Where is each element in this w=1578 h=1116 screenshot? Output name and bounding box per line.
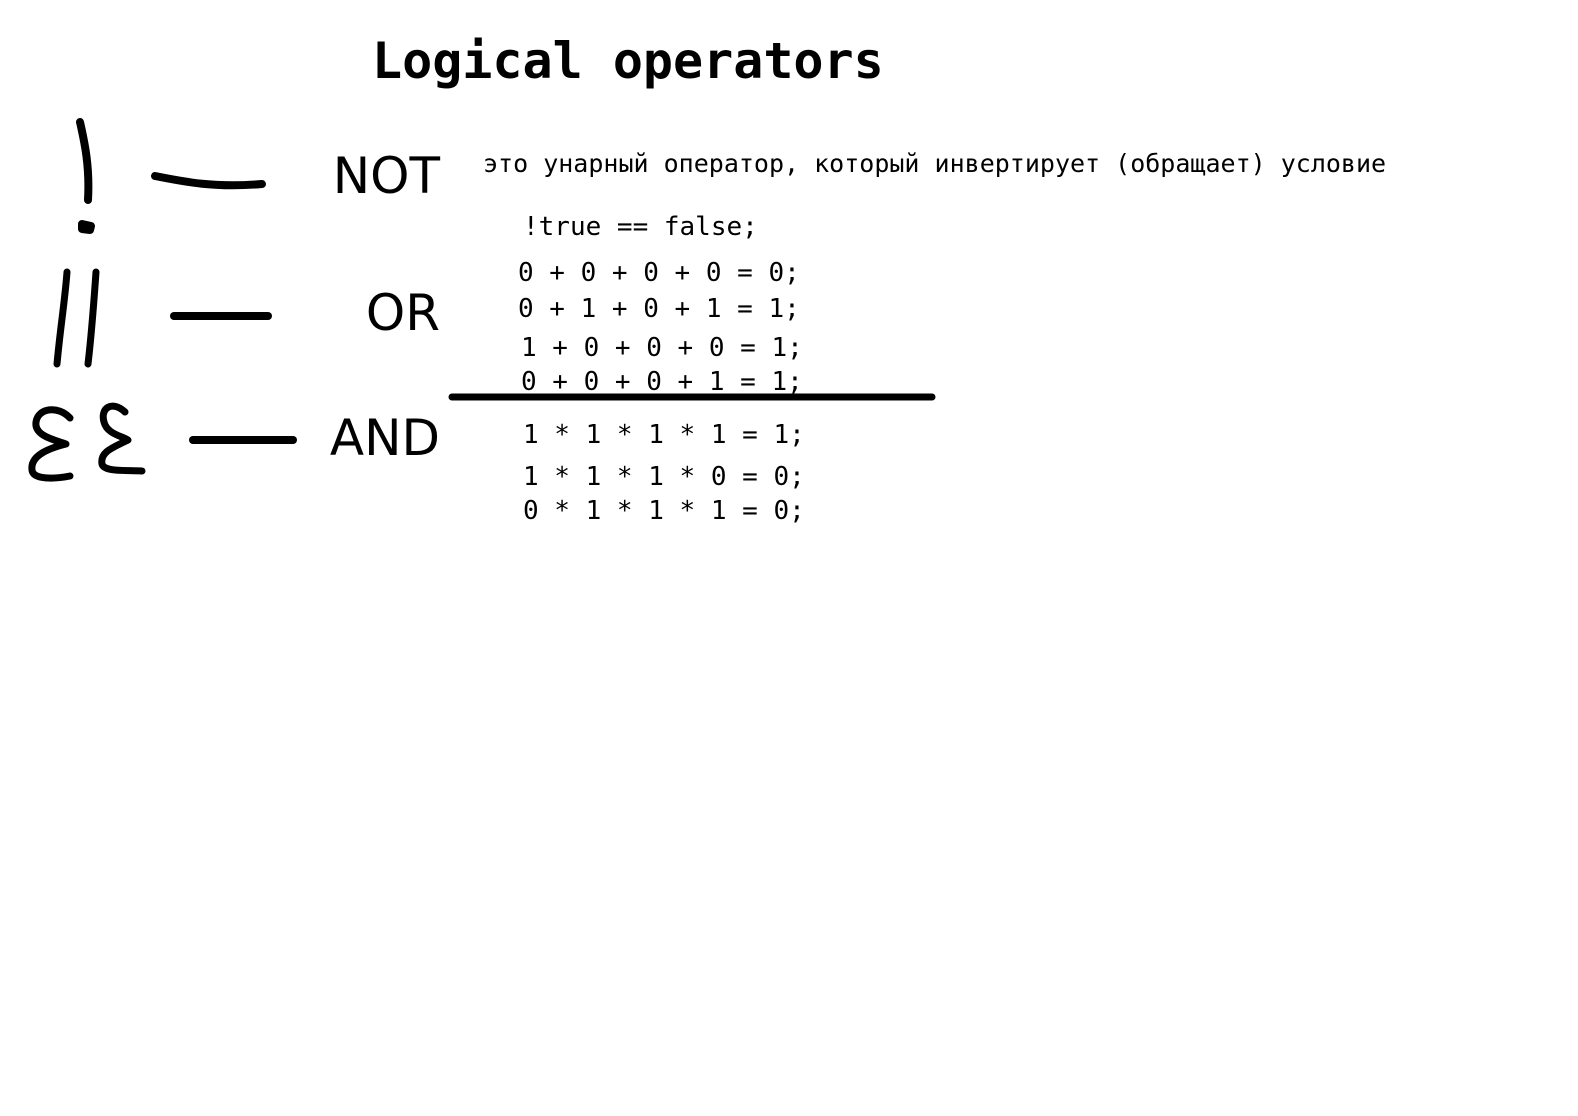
operator-label-or: OR <box>365 284 440 342</box>
handwritten-double-ampersand-icon <box>28 402 146 482</box>
handwritten-double-pipe-icon <box>53 268 100 368</box>
not-dash-stroke <box>151 172 266 190</box>
or-example-line: 0 + 1 + 0 + 1 = 1; <box>518 294 800 324</box>
and-example-line: 1 * 1 * 1 * 1 = 1; <box>523 420 805 450</box>
and-example-line: 0 * 1 * 1 * 1 = 0; <box>523 496 805 526</box>
not-example: !true == false; <box>523 212 758 242</box>
handwritten-exclamation-icon <box>76 118 95 234</box>
and-example-line: 1 * 1 * 1 * 0 = 0; <box>523 462 805 492</box>
operator-label-and: AND <box>329 409 440 467</box>
page-title: Logical operators <box>372 32 884 90</box>
or-example-line: 1 + 0 + 0 + 0 = 1; <box>521 333 803 363</box>
not-description: это унарный оператор, который инвертируе… <box>483 149 1387 178</box>
or-example-line: 0 + 0 + 0 + 0 = 0; <box>518 258 800 288</box>
operator-label-not: NOT <box>332 147 440 205</box>
or-example-line: 0 + 0 + 0 + 1 = 1; <box>521 367 803 397</box>
